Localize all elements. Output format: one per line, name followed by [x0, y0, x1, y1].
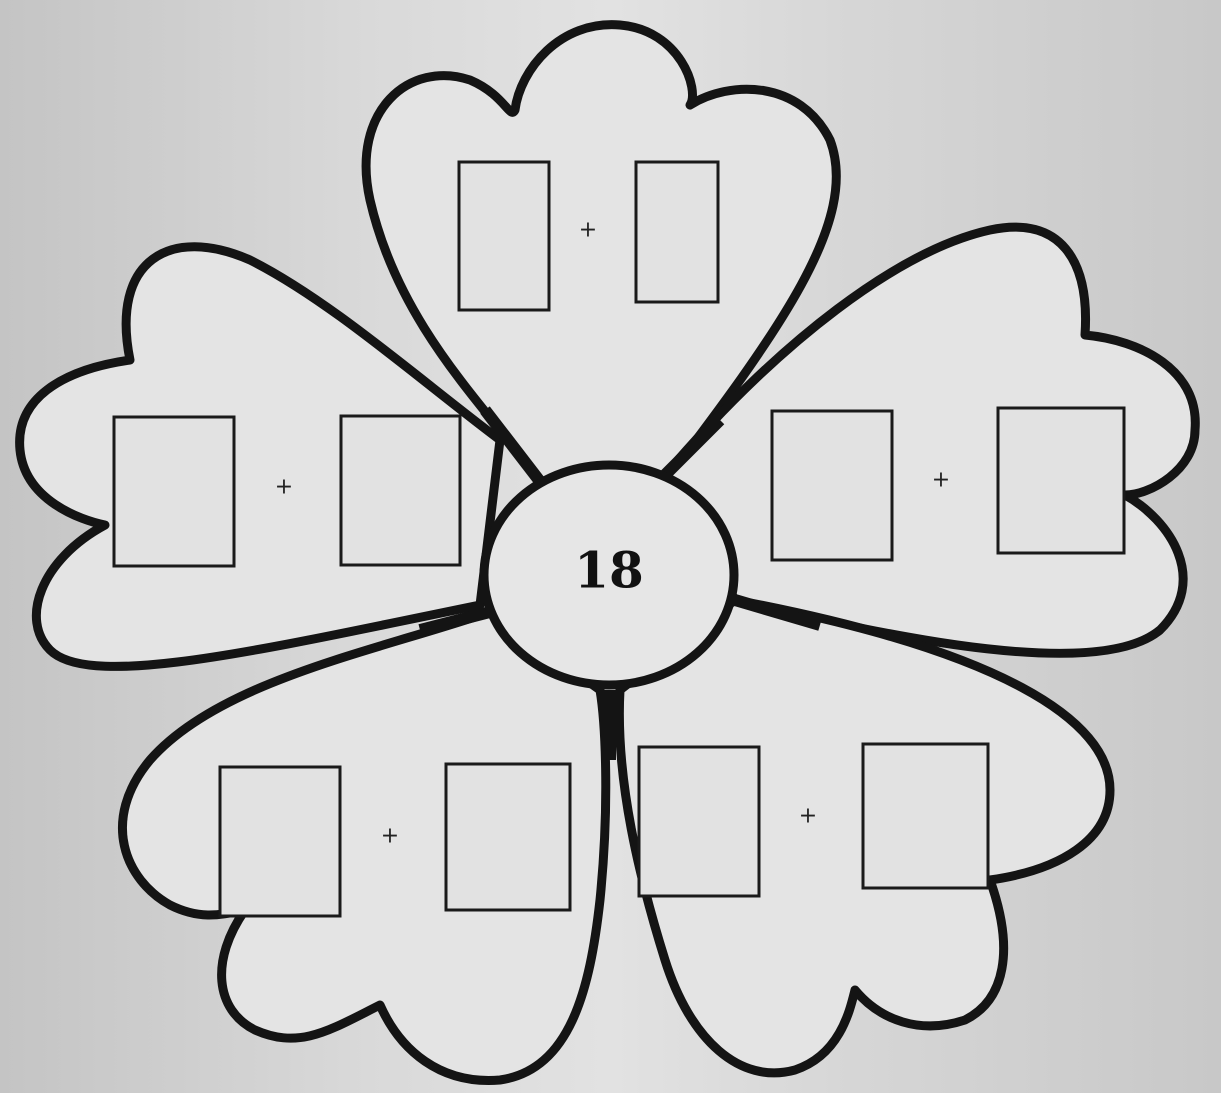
plus-sign-bottom-left: + [381, 824, 399, 849]
center-number: 18 [574, 541, 644, 600]
flower-center: 18 [484, 465, 734, 685]
answer-box-top-2[interactable] [636, 162, 718, 302]
answer-box-bottom-left-1[interactable] [220, 767, 340, 916]
answer-box-right-1[interactable] [772, 411, 892, 560]
answer-box-right-2[interactable] [998, 408, 1124, 553]
plus-sign-left: + [275, 475, 293, 500]
answer-box-top-1[interactable] [459, 162, 549, 310]
answer-box-left-1[interactable] [114, 417, 234, 566]
answer-box-bottom-right-1[interactable] [639, 747, 759, 896]
answer-box-bottom-left-2[interactable] [446, 764, 570, 910]
plus-sign-top: + [579, 218, 597, 243]
plus-sign-bottom-right: + [799, 804, 817, 829]
answer-box-left-2[interactable] [341, 416, 460, 565]
answer-box-bottom-right-2[interactable] [863, 744, 988, 888]
plus-sign-right: + [932, 468, 950, 493]
